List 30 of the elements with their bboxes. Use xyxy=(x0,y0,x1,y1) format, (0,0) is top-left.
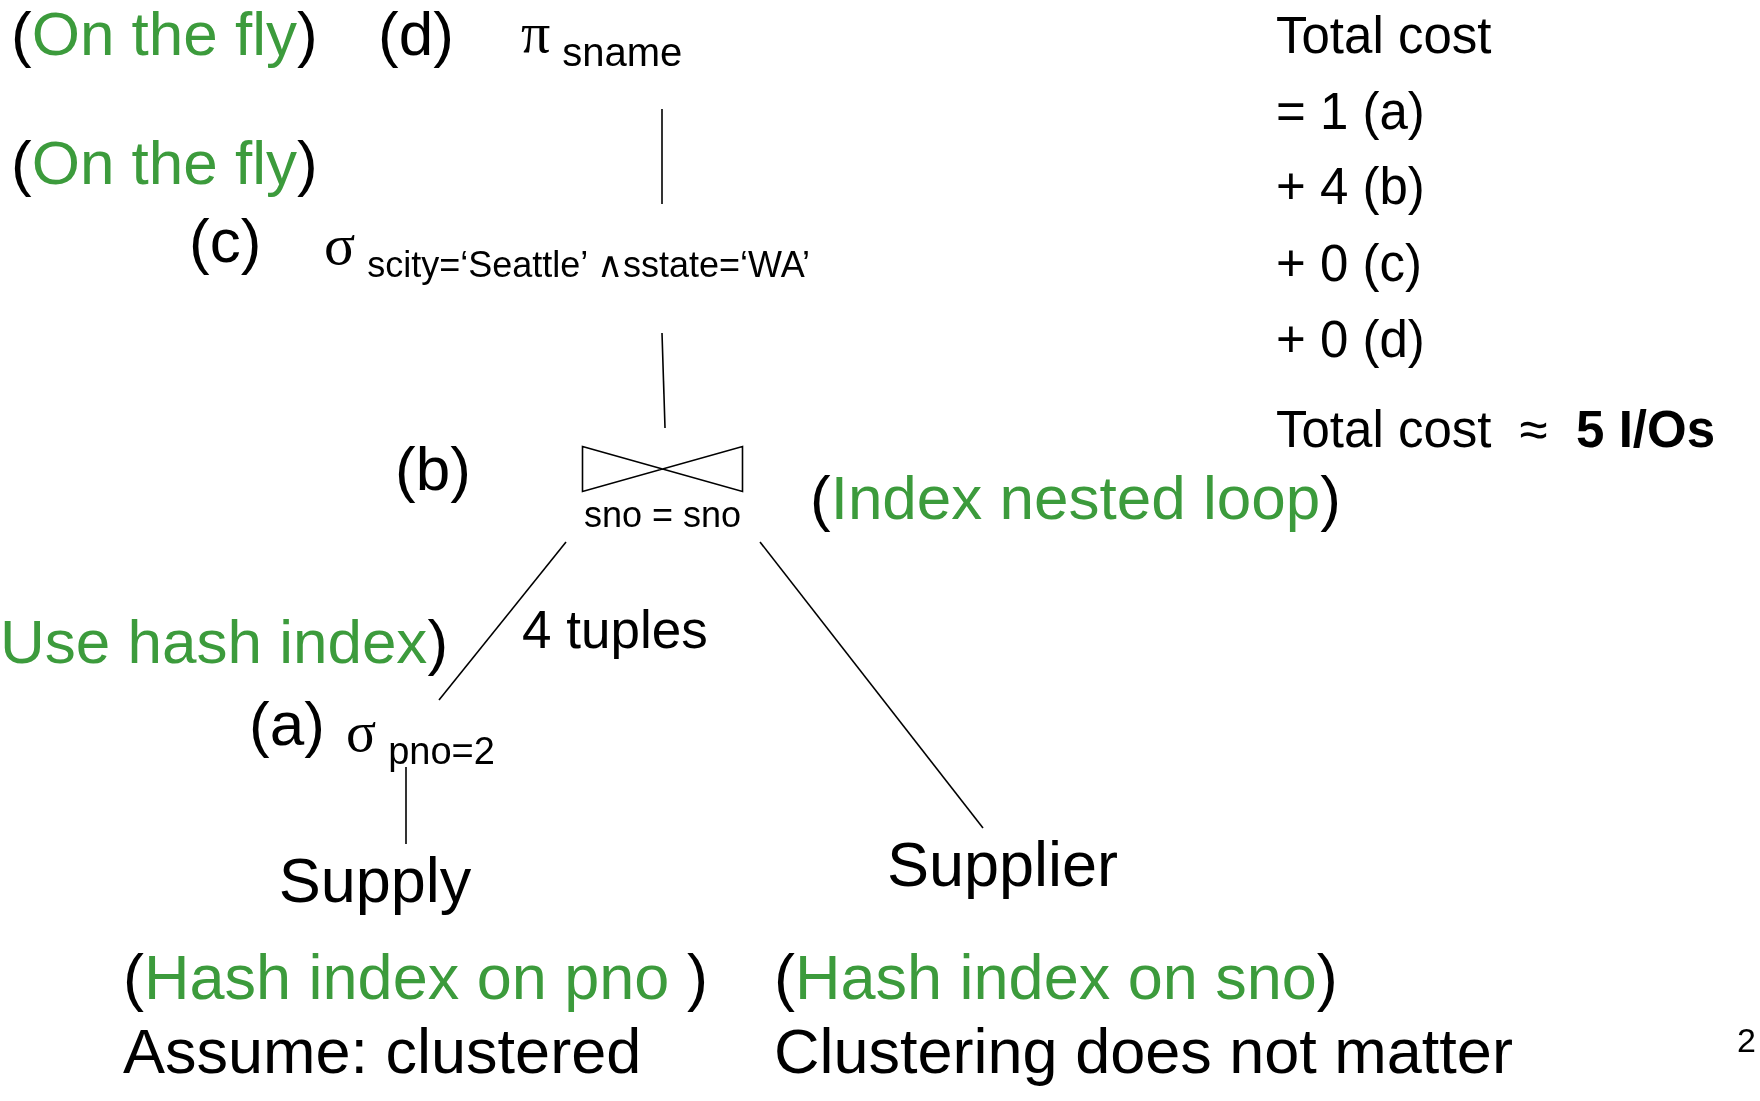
page-number: 2 xyxy=(1737,1019,1756,1061)
operator-formula: σ$_{pno=2}$ xyxy=(346,700,496,774)
annotation-note: (Index nested loop) xyxy=(810,463,1341,533)
node-label: sno = sno xyxy=(582,494,743,536)
cost-line: = 1 (a) xyxy=(1276,82,1425,143)
cost-line: + 0 (d) xyxy=(1276,310,1425,371)
cost-line: Total cost ≈ 5 I/Os xyxy=(1276,400,1715,461)
step-label: (d) xyxy=(378,0,454,69)
step-label: (c) xyxy=(189,206,262,276)
node-label: Supply xyxy=(277,844,473,917)
step-label: Clustering does not matter xyxy=(774,1017,1513,1087)
operator-formula: σ$_{scity=‘Seattle’ ∧sstate=‘WA’}$ xyxy=(324,212,812,285)
connector-line xyxy=(661,332,666,429)
step-label: (b) xyxy=(395,434,471,504)
operator-formula: π$_{sname}$ xyxy=(521,0,684,75)
connector-line xyxy=(661,108,663,205)
cost-line: Total cost xyxy=(1276,6,1492,67)
annotation-note: (Hash index on pno ) xyxy=(123,943,708,1013)
node-label: Supplier xyxy=(885,828,1120,901)
annotation-note: (On the fly) xyxy=(11,128,318,198)
annotation-note: (On the fly) xyxy=(11,0,318,69)
connector-line xyxy=(438,541,567,701)
annotation-note: (Hash index on sno) xyxy=(774,943,1338,1013)
step-label: Assume: clustered xyxy=(123,1017,642,1087)
step-label: (a) xyxy=(249,689,325,759)
cost-line: + 4 (b) xyxy=(1276,157,1425,218)
connector-line xyxy=(405,766,407,845)
annotation-note: Use hash index) xyxy=(0,607,449,677)
cost-line: + 0 (c) xyxy=(1276,234,1422,295)
connector-line xyxy=(759,541,984,829)
